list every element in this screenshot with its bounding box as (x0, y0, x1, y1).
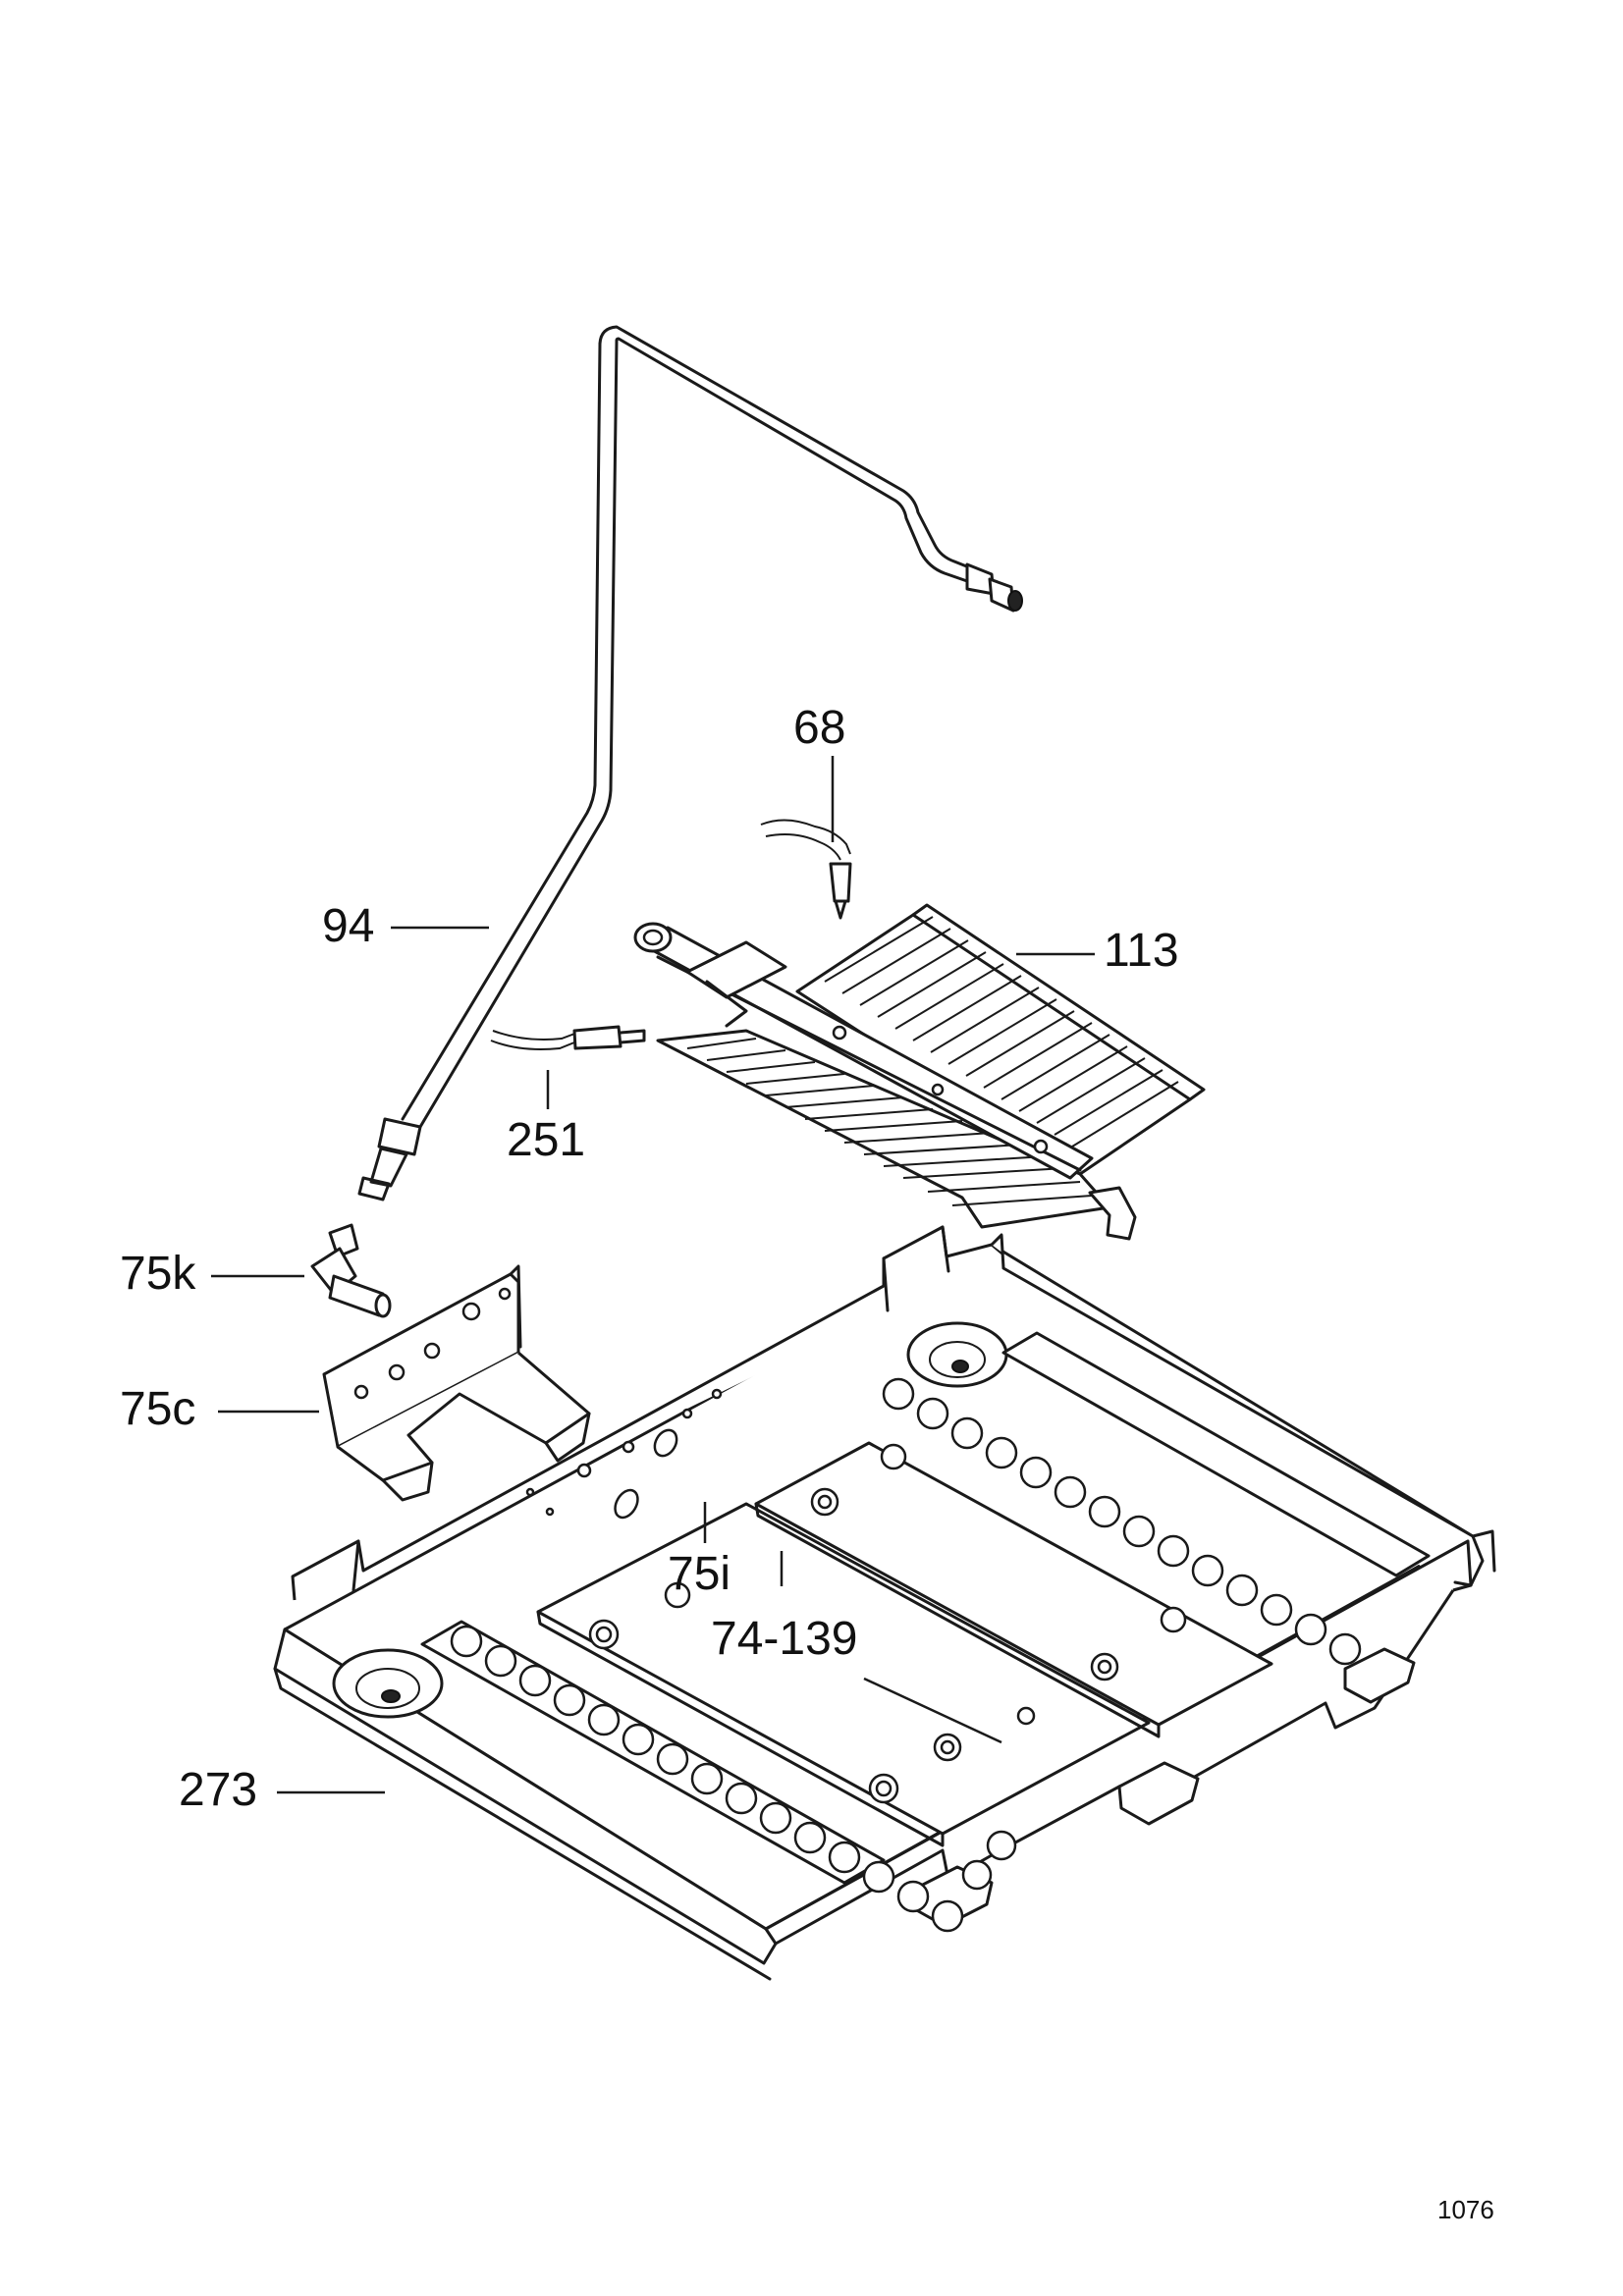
callout-113: 113 (1104, 925, 1179, 977)
callout-74-139: 74-139 (711, 1613, 858, 1665)
electrode-68 (760, 819, 852, 920)
base-tray-273 (273, 1225, 1496, 1981)
elbow-connector-75k (310, 1223, 392, 1318)
callout-68: 68 (793, 702, 846, 754)
callout-273: 273 (179, 1764, 258, 1816)
callout-75i: 75i (668, 1548, 731, 1600)
callout-75c: 75c (120, 1383, 196, 1435)
callout-75k: 75k (120, 1248, 196, 1300)
gas-pipe-94 (357, 325, 1023, 1201)
leader-lines (211, 756, 1095, 1794)
burner-assembly-113 (633, 903, 1206, 1241)
callout-94: 94 (322, 900, 375, 952)
thermocouple-251 (490, 1025, 646, 1050)
page-number: 1076 (1437, 2195, 1494, 2224)
mounting-bracket-75c (322, 1264, 591, 1502)
callout-251: 251 (507, 1114, 586, 1166)
